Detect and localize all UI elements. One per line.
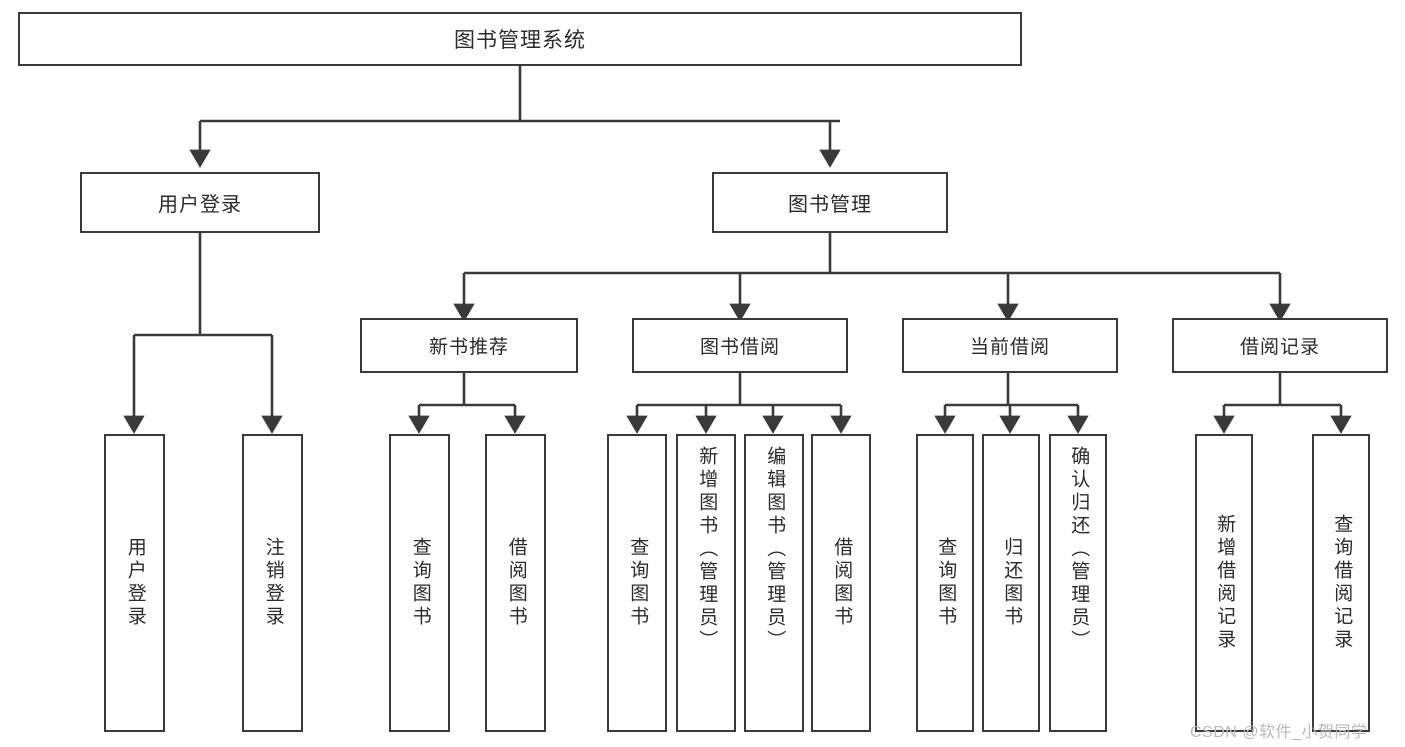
leaf-book-borrow-add-book-admin[interactable]: 新增图书（管理员）	[676, 434, 736, 732]
node-label: 图书管理系统	[454, 29, 586, 52]
node-label: 借阅图书	[505, 537, 527, 629]
node-label: 查询图书	[627, 537, 649, 629]
leaf-book-borrow-edit-book-admin[interactable]: 编辑图书（管理员）	[744, 434, 804, 732]
node-label: 归还图书	[1001, 537, 1023, 629]
leaf-new-book-query-book[interactable]: 查询图书	[389, 434, 450, 732]
node-borrow-records[interactable]: 借阅记录	[1172, 318, 1388, 373]
leaf-current-borrow-query-book[interactable]: 查询图书	[916, 434, 974, 732]
leaf-user-login-logout[interactable]: 注销登录	[242, 434, 303, 732]
node-label: 用户登录	[124, 537, 146, 629]
node-label: 新增借阅记录	[1214, 514, 1236, 652]
node-label: 编辑图书（管理员）	[764, 446, 786, 653]
node-label: 借阅图书	[831, 537, 853, 629]
node-label: 借阅记录	[1239, 337, 1320, 358]
node-current-borrow[interactable]: 当前借阅	[902, 318, 1118, 373]
leaf-borrow-records-query-record[interactable]: 查询借阅记录	[1312, 434, 1370, 732]
node-user-login[interactable]: 用户登录	[80, 172, 320, 233]
node-label: 确认归还（管理员）	[1068, 446, 1090, 653]
leaf-user-login-login[interactable]: 用户登录	[104, 434, 165, 732]
node-label: 注销登录	[262, 537, 284, 629]
leaf-book-borrow-borrow-book[interactable]: 借阅图书	[811, 434, 871, 732]
node-label: 新书推荐	[428, 337, 509, 358]
node-book-borrow[interactable]: 图书借阅	[632, 318, 848, 373]
node-label: 新增图书（管理员）	[696, 446, 718, 653]
node-new-book-recommend[interactable]: 新书推荐	[360, 318, 578, 373]
node-label: 当前借阅	[969, 337, 1050, 358]
node-label: 查询图书	[935, 537, 957, 629]
leaf-current-borrow-confirm-return-admin[interactable]: 确认归还（管理员）	[1049, 434, 1107, 732]
node-label: 用户登录	[158, 194, 242, 216]
node-book-management[interactable]: 图书管理	[712, 172, 948, 233]
node-label: 查询图书	[409, 537, 431, 629]
node-root-book-management-system[interactable]: 图书管理系统	[18, 12, 1022, 66]
leaf-current-borrow-return-book[interactable]: 归还图书	[982, 434, 1040, 732]
node-label: 图书管理	[788, 194, 872, 216]
node-label: 查询借阅记录	[1331, 514, 1353, 652]
leaf-borrow-records-add-record[interactable]: 新增借阅记录	[1195, 434, 1253, 732]
leaf-book-borrow-query-book[interactable]: 查询图书	[607, 434, 667, 732]
node-label: 图书借阅	[699, 337, 780, 358]
leaf-new-book-borrow-book[interactable]: 借阅图书	[485, 434, 546, 732]
csdn-watermark: CSDN @软件_小贺同学	[1190, 724, 1368, 741]
